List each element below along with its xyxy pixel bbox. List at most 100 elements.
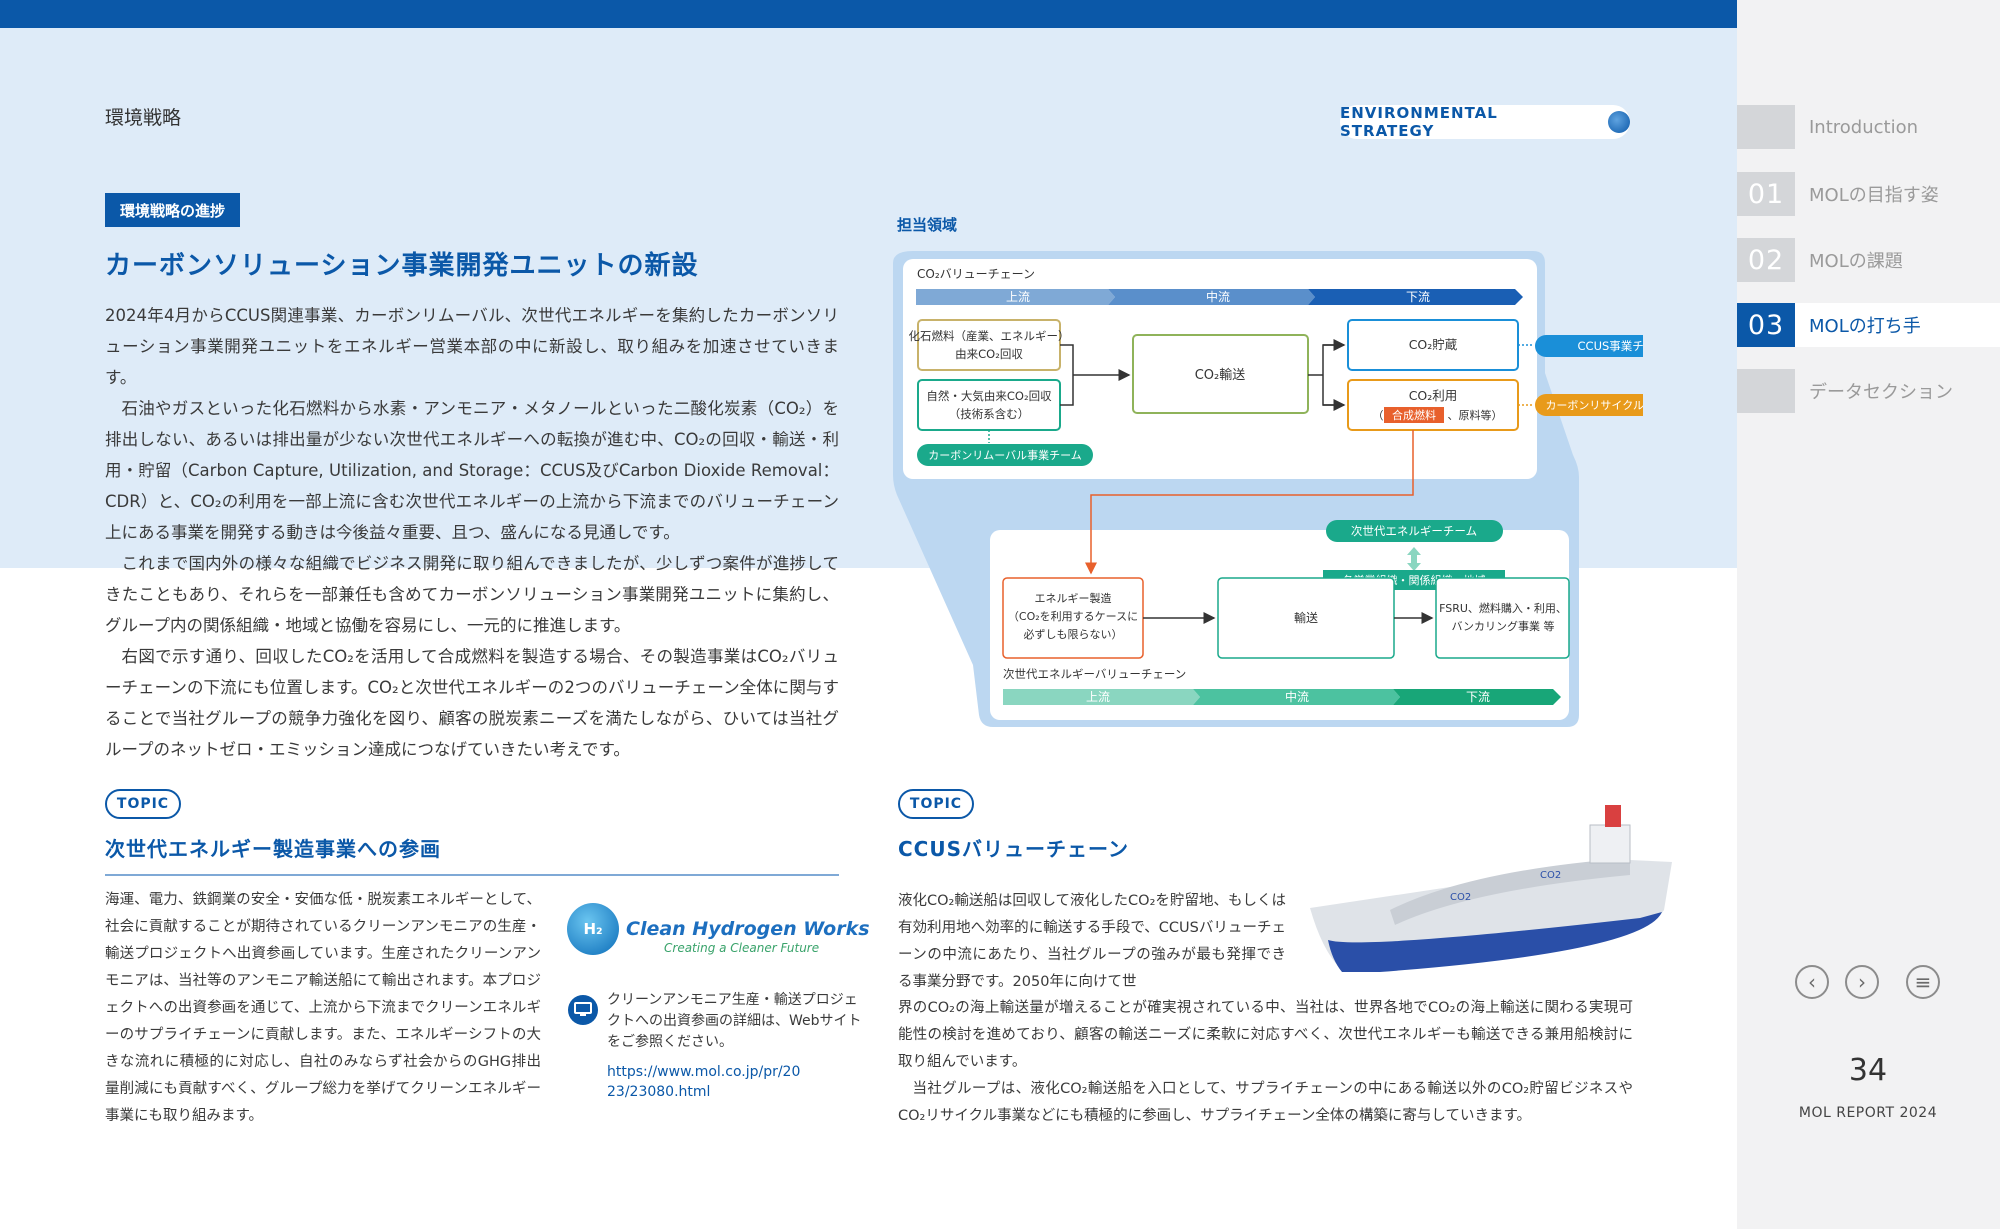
co2-carrier-ship-illustration: CO2 CO2: [1310, 805, 1672, 972]
team-removal-pill: [917, 444, 1093, 466]
box-energy-line: エネルギー製造: [1035, 591, 1112, 605]
box-energy-transport-label: 輸送: [1294, 610, 1318, 625]
team-ccus-pill: [1535, 335, 1643, 357]
box-fossil-line: 由来CO₂回収: [955, 347, 1023, 361]
utilization-paren: （: [1373, 409, 1384, 422]
sidebar-item-number: 03: [1737, 303, 1795, 347]
article-paragraph: 石油やガスといった化石燃料から水素・アンモニア・メタノールといった二酸化炭素（C…: [105, 399, 839, 542]
box-transport-label: CO₂輸送: [1195, 368, 1246, 383]
article-paragraph: 右図で示す通り、回収したCO₂を活用して合成燃料を製造する場合、その製造事業はC…: [105, 647, 839, 759]
next-stage-midstream: [1193, 689, 1400, 705]
box-energy-line: （CO₂を利用するケースに: [1008, 610, 1138, 623]
sidebar-item-data[interactable]: データセクション: [1737, 369, 2000, 413]
next-stage-label: 中流: [1285, 689, 1309, 704]
box-fsru-line: バンカリング事業 等: [1451, 619, 1554, 633]
synthetic-fuel-highlight: [1384, 407, 1444, 423]
box-natural-capture: [917, 379, 1061, 431]
ship-marking: CO2: [1450, 892, 1471, 903]
value-chain-diagram: CO₂バリューチェーン 上流 中流 下流 化石燃料（産業、エネルギー） 由来CO…: [893, 251, 1643, 727]
clean-hydrogen-works-logo-mark: H₂: [567, 903, 619, 955]
article-body: 2024年4月からCCUS関連事業、カーボンリムーバル、次世代エネルギーを集約し…: [105, 300, 839, 765]
co2-stage-label: 中流: [1206, 289, 1230, 304]
sidebar-item-number: 02: [1737, 238, 1795, 282]
ship-deck: [1390, 858, 1630, 925]
logo-tagline: Creating a Cleaner Future: [664, 941, 820, 955]
reference-link[interactable]: https://www.mol.co.jp/pr/2023/23080.html: [607, 1064, 801, 1100]
double-arrow-icon: [1407, 547, 1421, 571]
topic-pill: TOPIC: [105, 789, 181, 819]
topic-heading: CCUSバリューチェーン: [898, 837, 1129, 861]
sidebar-item-number: 01: [1737, 172, 1795, 216]
topic-pill: TOPIC: [898, 789, 974, 819]
article-heading: カーボンソリューション事業開発ユニットの新設: [105, 251, 699, 281]
top-bar: [0, 0, 1737, 28]
menu-icon: ≡: [1914, 970, 1932, 994]
sidebar-item-01[interactable]: 01 MOLの目指す姿: [1737, 172, 2000, 216]
topic-heading: 次世代エネルギー製造事業への参画: [105, 837, 441, 861]
ship-bridge: [1589, 824, 1631, 864]
sidebar-item-label: MOLの課題: [1809, 251, 1903, 272]
topic-divider: [105, 874, 839, 876]
badge-label: ENVIRONMENTAL STRATEGY: [1340, 104, 1498, 140]
chevron-right-icon: ›: [1858, 970, 1866, 994]
next-stage-upstream: [1003, 689, 1200, 705]
box-natural-line: 自然・大気由来CO₂回収: [926, 389, 1052, 403]
environmental-strategy-badge: ENVIRONMENTAL STRATEGY: [1340, 104, 1630, 140]
team-recycle-pill: [1535, 394, 1643, 416]
link-utilization-to-energy: [1085, 430, 1414, 575]
box-storage-label: CO₂貯蔵: [1409, 337, 1458, 352]
sidebar-item-number: [1737, 105, 1795, 149]
ship-marking: CO2: [1540, 870, 1561, 881]
connector-capture-to-transport: [1060, 344, 1129, 406]
next-stage-label: 上流: [1086, 690, 1110, 704]
sidebar-item-introduction[interactable]: Introduction: [1737, 105, 2000, 149]
team-removal-label: カーボンリムーバル事業チーム: [928, 449, 1082, 462]
box-fossil-capture: [917, 319, 1061, 371]
co2-stage-label: 下流: [1406, 290, 1430, 304]
co2-stage-label: 上流: [1006, 290, 1030, 304]
team-recycle-label: カーボンリサイクル事業チーム: [1545, 399, 1643, 412]
topic-body: 海運、電力、鉄鋼業の安全・安価な低・脱炭素エネルギーとして、社会に貢献することが…: [105, 892, 541, 1124]
co2-stage-upstream: [916, 289, 1115, 305]
section-title: 環境戦略: [105, 107, 182, 129]
box-energy-line: 必ずしも限らない）: [1024, 628, 1123, 641]
sidebar-item-label: データセクション: [1809, 382, 1953, 403]
prev-page-button[interactable]: ‹: [1795, 965, 1829, 999]
menu-button[interactable]: ≡: [1906, 965, 1940, 999]
globe-icon: [1608, 111, 1630, 133]
box-fsru-frame: [1435, 577, 1570, 659]
monitor-icon: [568, 995, 598, 1025]
synthetic-fuel-label: 合成燃料: [1392, 408, 1436, 422]
team-next-energy-label: 次世代エネルギーチーム: [1351, 524, 1477, 538]
chevron-left-icon: ‹: [1808, 970, 1816, 994]
topic-body-rest: 界のCO₂の海上輸送量が増えることが確実視されている中、当社は、世界各地でCO₂…: [898, 995, 1633, 1130]
topic-body-paragraph: 当社グループは、液化CO₂輸送船を入口として、サプライチェーンの中にある輸送以外…: [898, 1081, 1633, 1124]
box-utilization-label: CO₂利用: [1409, 388, 1458, 403]
team-next-energy-pill: [1326, 520, 1503, 542]
utilization-note: 、原料等）: [1448, 408, 1503, 422]
ship-hull-lower: [1328, 912, 1662, 972]
co2-stage-downstream: [1308, 289, 1523, 305]
next-page-button[interactable]: ›: [1845, 965, 1879, 999]
sidebar-item-02[interactable]: 02 MOLの課題: [1737, 238, 2000, 282]
sidebar-item-number: [1737, 369, 1795, 413]
sidebar-item-label: Introduction: [1809, 116, 1919, 138]
sidebar-item-03[interactable]: 03 MOLの打ち手: [1737, 303, 2000, 347]
sidebar-item-label: MOLの目指す姿: [1809, 185, 1939, 206]
article-paragraph: これまで国内外の様々な組織でビジネス開発に取り組んできましたが、少しずつ案件が進…: [105, 554, 839, 635]
diagram-label: 担当領域: [897, 216, 958, 234]
report-name: MOL REPORT 2024: [1798, 1105, 1938, 1121]
sidebar-item-label: MOLの打ち手: [1809, 316, 1921, 337]
ship-funnel: [1605, 805, 1621, 827]
box-fsru-line: FSRU、燃料購入・利用、: [1439, 601, 1567, 615]
page-number: 34: [1848, 1053, 1888, 1088]
category-tag: 環境戦略の進捗: [105, 193, 241, 227]
next-stage-label: 下流: [1466, 690, 1490, 704]
box-natural-line: （技術系含む）: [949, 407, 1030, 421]
next-chain-title: 次世代エネルギーバリューチェーン: [1003, 667, 1186, 681]
topic-body-top: 液化CO₂輸送船は回収して液化したCO₂を貯留地、もしくは有効利用地へ効率的に輸…: [898, 893, 1286, 990]
article-paragraph: 2024年4月からCCUS関連事業、カーボンリムーバル、次世代エネルギーを集約し…: [105, 306, 839, 387]
reference-note: クリーンアンモニア生産・輸送プロジェクトへの出資参画の詳細は、Webサイトをご参…: [607, 992, 862, 1050]
co2-chain-title: CO₂バリューチェーン: [917, 267, 1035, 281]
topic-body-paragraph: 界のCO₂の海上輸送量が増えることが確実視されている中、当社は、世界各地でCO₂…: [898, 1000, 1633, 1070]
